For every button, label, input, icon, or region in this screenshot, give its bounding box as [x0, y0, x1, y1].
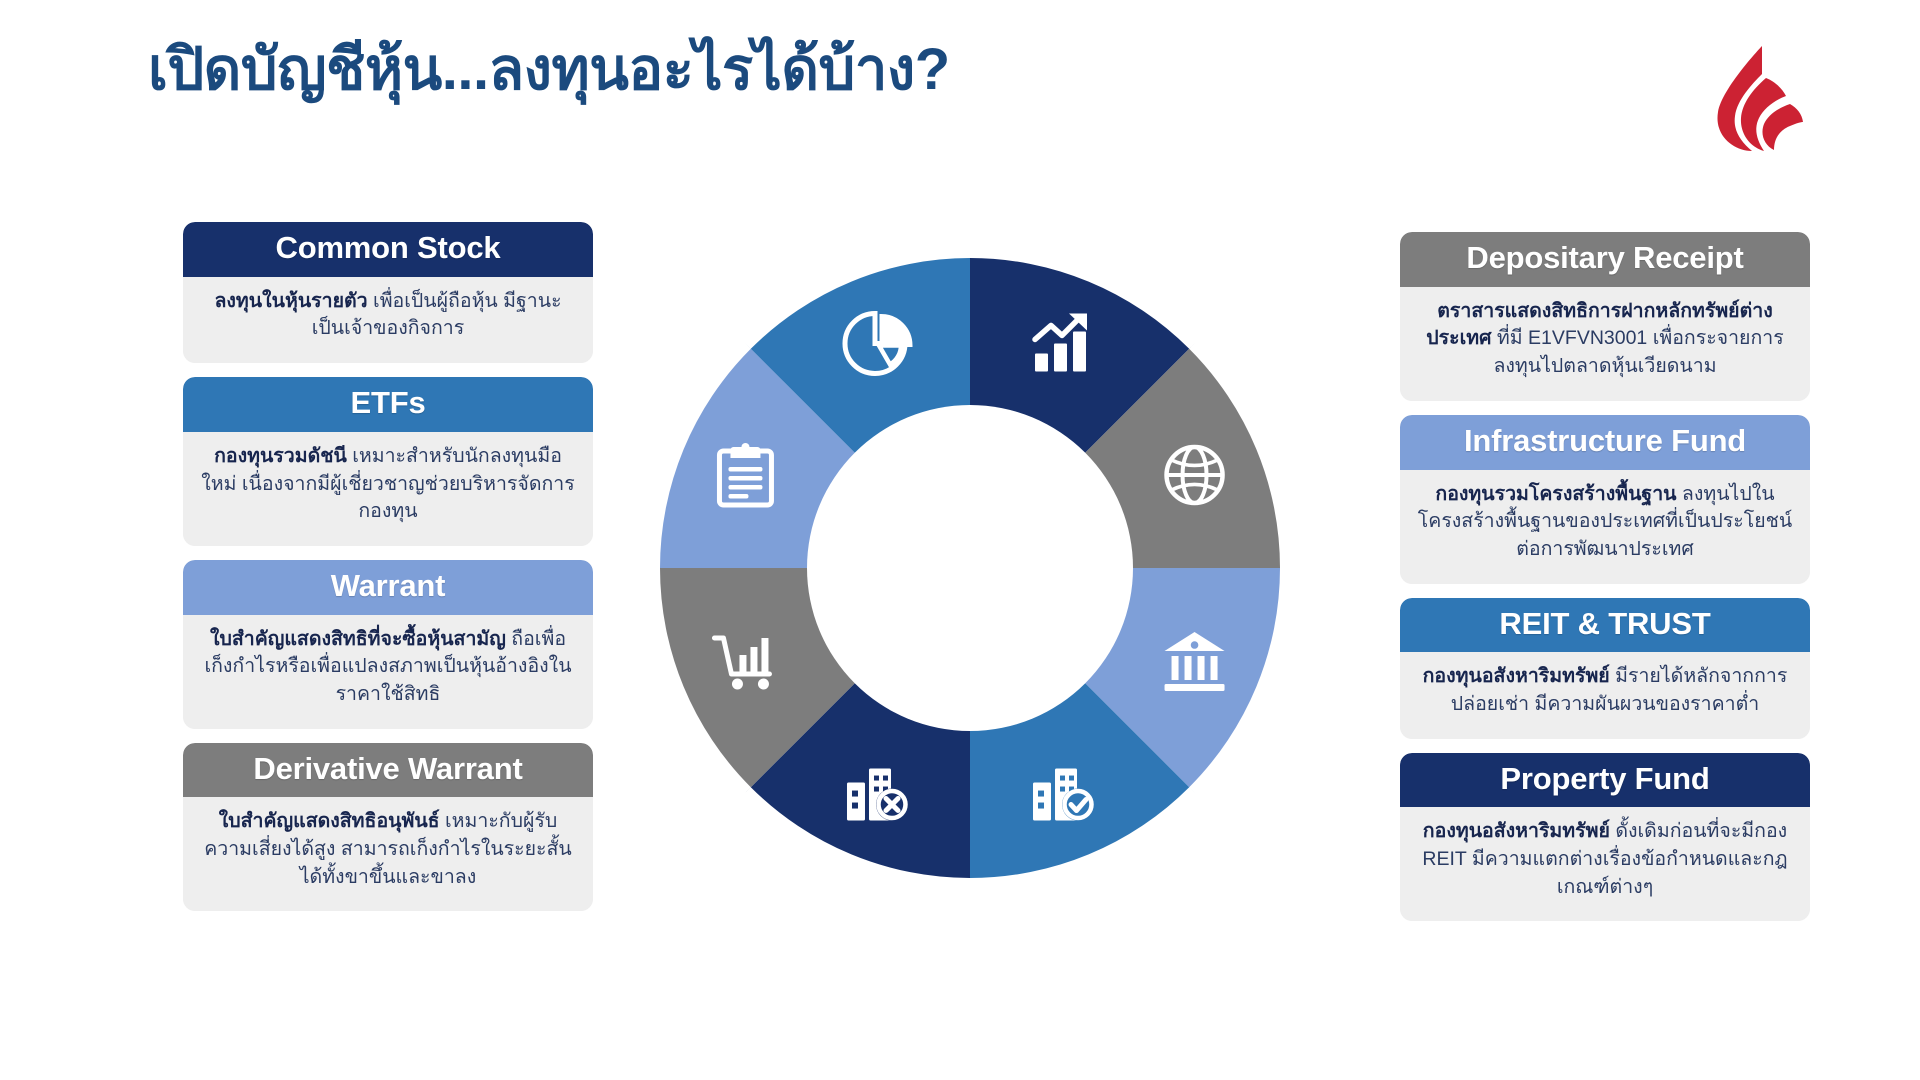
card-infrastructure-fund[interactable]: Infrastructure Fund กองทุนรวมโครงสร้างพื… [1400, 414, 1810, 584]
card-etfs[interactable]: ETFs กองทุนรวมดัชนี เหมาะสำหรับนักลงทุนม… [183, 377, 593, 546]
card-title-depositary-receipt: Depositary Receipt [1400, 232, 1810, 287]
card-body-warrant: ใบสำคัญแสดงสิทธิที่จะซื้อหุ้นสามัญ ถือเพ… [183, 614, 593, 729]
donut-svg [660, 258, 1280, 878]
donut-center-hole [807, 405, 1133, 731]
card-body-bold: ตราสารแสดงสิทธิการฝากหลักทรัพย์ต่างประเท… [1426, 299, 1773, 350]
card-body-rest: ที่มี E1VFVN3001 เพื่อกระจายการลงทุนไปตล… [1491, 327, 1784, 378]
red-flame-droplet-logo [1700, 38, 1820, 158]
card-body-etfs: กองทุนรวมดัชนี เหมาะสำหรับนักลงทุนมือใหม… [183, 431, 593, 546]
donut-icon-layer [711, 310, 1225, 821]
card-body-depositary-receipt: ตราสารแสดงสิทธิการฝากหลักทรัพย์ต่างประเท… [1400, 286, 1810, 401]
card-common-stock[interactable]: Common Stock ลงทุนในหุ้นรายตัว เพื่อเป็น… [183, 222, 593, 364]
donut-segment-derivative-warrant[interactable] [660, 568, 857, 793]
card-title-warrant: Warrant [183, 559, 593, 615]
card-title-common-stock: Common Stock [183, 222, 593, 277]
clipboard-document-icon [716, 442, 774, 508]
card-body-bold: ใบสำคัญแสดงสิทธิที่จะซื้อหุ้นสามัญ [209, 627, 506, 650]
card-body-bold: ลงทุนในหุ้นรายตัว [214, 289, 368, 312]
page-title: เปิดบัญชีหุ้น...ลงทุนอะไรได้บ้าง? [148, 37, 950, 102]
card-property-fund[interactable]: Property Fund กองทุนอสังหาริมทรัพย์ ดั้ง… [1400, 752, 1810, 922]
card-body-rest: ดั้งเดิมก่อนที่จะมีกอง REIT มีความแตกต่า… [1422, 820, 1788, 898]
card-body-bold: กองทุนอสังหาริมทรัพย์ [1422, 820, 1610, 843]
card-body-derivative-warrant: ใบสำคัญแสดงสิทธิอนุพันธ์ เหมาะกับผู้รับค… [183, 797, 593, 912]
card-derivative-warrant[interactable]: Derivative Warrant ใบสำคัญแสดงสิทธิอนุพั… [183, 742, 593, 912]
card-body-bold: กองทุนรวมโครงสร้างพื้นฐาน [1435, 482, 1677, 505]
card-depositary-receipt[interactable]: Depositary Receipt ตราสารแสดงสิทธิการฝาก… [1400, 232, 1810, 401]
right-card-column: Depositary Receipt ตราสารแสดงสิทธิการฝาก… [1400, 232, 1810, 935]
card-body-bold: กองทุนอสังหาริมทรัพย์ [1422, 665, 1610, 688]
card-title-derivative-warrant: Derivative Warrant [183, 742, 593, 798]
card-body-rest: ลงทุนไปในโครงสร้างพื้นฐานของประเทศที่เป็… [1417, 482, 1793, 560]
card-body-common-stock: ลงทุนในหุ้นรายตัว เพื่อเป็นผู้ถือหุ้น มี… [183, 276, 593, 364]
card-title-infrastructure-fund: Infrastructure Fund [1400, 414, 1810, 470]
card-body-rest: เหมาะกับผู้รับความเสี่ยงได้สูง สามารถเก็… [204, 810, 572, 888]
card-title-property-fund: Property Fund [1400, 752, 1810, 808]
card-body-bold: กองทุนรวมดัชนี [214, 444, 347, 467]
card-body-rest: ถือเพื่อเก็งกำไรหรือเพื่อแปลงสภาพเป็นหุ้… [204, 627, 572, 705]
card-body-infrastructure-fund: กองทุนรวมโครงสร้างพื้นฐาน ลงทุนไปในโครงส… [1400, 469, 1810, 584]
building-check-icon [1033, 768, 1095, 821]
card-body-bold: ใบสำคัญแสดงสิทธิอนุพันธ์ [218, 810, 440, 833]
card-body-rest: มีรายได้หลักจากการปล่อยเช่า มีความผันผวน… [1450, 665, 1788, 715]
card-title-etfs: ETFs [183, 377, 593, 432]
donut-segment-property-fund[interactable] [745, 681, 970, 878]
investment-wheel-chart [660, 258, 1280, 878]
bar-chart-growth-icon [1032, 313, 1088, 372]
pie-chart-icon [842, 310, 913, 376]
left-card-column: Common Stock ลงทุนในหุ้นรายตัว เพื่อเป็น… [183, 222, 593, 925]
card-body-rest: เพื่อเป็นผู้ถือหุ้น มีฐานะเป็นเจ้าของกิจ… [311, 289, 562, 340]
card-warrant[interactable]: Warrant ใบสำคัญแสดงสิทธิที่จะซื้อหุ้นสาม… [183, 559, 593, 729]
card-body-reit-and-trust: กองทุนอสังหาริมทรัพย์ มีรายได้หลักจากการ… [1400, 652, 1810, 739]
building-cross-icon [846, 768, 908, 821]
donut-segment-infrastructure-fund[interactable] [1083, 568, 1280, 793]
donut-segment-etfs[interactable] [745, 258, 970, 455]
donut-segment-depositary-receipt[interactable] [1083, 343, 1280, 568]
bank-columns-icon [1164, 632, 1225, 692]
shopping-cart-chart-icon [711, 635, 772, 690]
donut-segment-reit-trust[interactable] [970, 681, 1195, 878]
card-title-reit-and-trust: REIT & TRUST [1400, 597, 1810, 653]
globe-icon [1164, 444, 1225, 506]
card-body-rest: เหมาะสำหรับนักลงทุนมือใหม่ เนื่องจากมีผู… [201, 444, 575, 523]
card-reit-and-trust[interactable]: REIT & TRUST กองทุนอสังหาริมทรัพย์ มีราย… [1400, 597, 1810, 739]
card-body-property-fund: กองทุนอสังหาริมทรัพย์ ดั้งเดิมก่อนที่จะม… [1400, 807, 1810, 922]
